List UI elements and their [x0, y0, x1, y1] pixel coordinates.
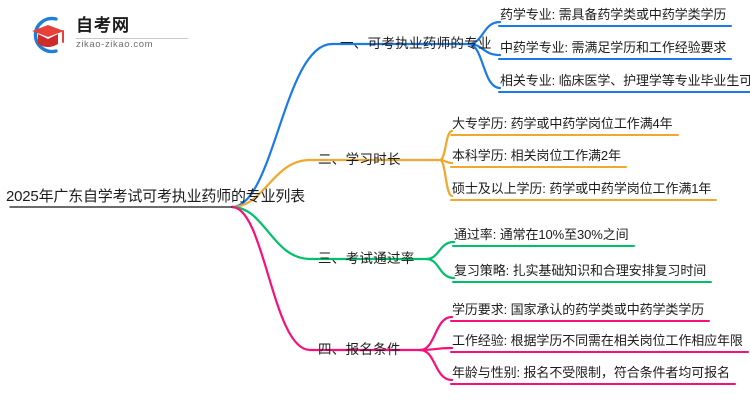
mindmap-leaf-node: 硕士及以上学历: 药学或中药学岗位工作满1年 [450, 182, 717, 201]
logo-subtitle: zikao-zikao.com [76, 39, 154, 51]
leaf-label-text: 相关专业: 临床医学、护理学等专业毕业生可申请 [500, 73, 750, 88]
leaf-underline [498, 91, 750, 93]
leaf-label-text: 硕士及以上学历: 药学或中药学岗位工作满1年 [452, 181, 712, 196]
connector-line [438, 158, 454, 198]
mindmap-leaf-node: 相关专业: 临床医学、护理学等专业毕业生可申请 [498, 74, 750, 93]
branch-label-text: 三、考试通过率 [318, 251, 415, 266]
mindmap-leaf-node: 工作经验: 根据学历不同需在相关岗位工作相应年限 [450, 334, 749, 353]
leaf-underline [452, 281, 712, 283]
mindmap-leaf-node: 中药学专业: 需满足学历和工作经验要求 [498, 41, 732, 60]
logo-title: 自考网 [76, 16, 130, 36]
connector-line [418, 348, 454, 382]
leaf-label-text: 复习策略: 扎实基础知识和合理安排复习时间 [454, 263, 707, 278]
mindmap-root-node: 2025年广东自学考试可考执业药师的专业列表 [6, 189, 305, 204]
mindmap-leaf-node: 复习策略: 扎实基础知识和合理安排复习时间 [452, 264, 712, 283]
connector-line [418, 315, 454, 352]
connector-line [424, 257, 456, 280]
branch-label-text: 二、学习时长 [318, 152, 401, 167]
logo-wordmark: 自考网 zikao-zikao.com [76, 17, 188, 52]
leaf-underline [450, 320, 710, 322]
branch-label-text: 四、报名条件 [318, 342, 401, 357]
leaf-label-text: 通过率: 通常在10%至30%之间 [454, 227, 629, 242]
logo-graduation-cap-icon [26, 14, 70, 56]
leaf-label-text: 药学专业: 需具备药学类或中药学类学历 [500, 7, 727, 22]
connector-line [424, 240, 456, 261]
site-logo: 自考网 zikao-zikao.com [26, 12, 196, 58]
mindmap-leaf-node: 药学专业: 需具备药学类或中药学类学历 [498, 8, 732, 27]
mindmap-branch-2: 二、学习时长 [318, 153, 401, 167]
leaf-underline [450, 383, 736, 385]
mindmap-leaf-node: 通过率: 通常在10%至30%之间 [452, 228, 635, 247]
connector-line [466, 42, 502, 90]
leaf-label-text: 年龄与性别: 报名不受限制，符合条件者均可报名 [452, 365, 730, 380]
leaf-underline [450, 351, 749, 353]
mindmap-leaf-node: 年龄与性别: 报名不受限制，符合条件者均可报名 [450, 366, 736, 385]
connector-line [230, 205, 428, 261]
leaf-label-text: 大专学历: 药学或中药学岗位工作满4年 [452, 116, 673, 131]
mindmap-leaf-node: 本科学历: 相关岗位工作满2年 [450, 149, 627, 168]
root-label: 2025年广东自学考试可考执业药师的专业列表 [6, 188, 305, 205]
leaf-underline [498, 58, 732, 60]
connector-line [230, 158, 442, 209]
leaf-label-text: 中药学专业: 需满足学历和工作经验要求 [500, 40, 727, 55]
mindmap-leaf-node: 学历要求: 国家承认的药学类或中药学类学历 [450, 303, 710, 322]
leaf-label-text: 本科学历: 相关岗位工作满2年 [452, 148, 621, 163]
leaf-underline [498, 25, 732, 27]
connector-line [230, 42, 470, 209]
connector-line [230, 205, 422, 352]
mindmap-branch-1: 一、可考执业药师的专业 [340, 37, 492, 51]
logo-divider [76, 38, 188, 40]
mindmap-branch-4: 四、报名条件 [318, 343, 401, 357]
mindmap-leaf-node: 大专学历: 药学或中药学岗位工作满4年 [450, 117, 679, 136]
leaf-underline [450, 199, 717, 201]
leaf-underline [452, 245, 635, 247]
leaf-label-text: 学历要求: 国家承认的药学类或中药学类学历 [452, 302, 705, 317]
branch-label-text: 一、可考执业药师的专业 [340, 36, 492, 51]
leaf-underline [450, 166, 627, 168]
leaf-underline [450, 134, 679, 136]
mindmap-branch-3: 三、考试通过率 [318, 252, 415, 266]
leaf-label-text: 工作经验: 根据学历不同需在相关岗位工作相应年限 [452, 333, 743, 348]
